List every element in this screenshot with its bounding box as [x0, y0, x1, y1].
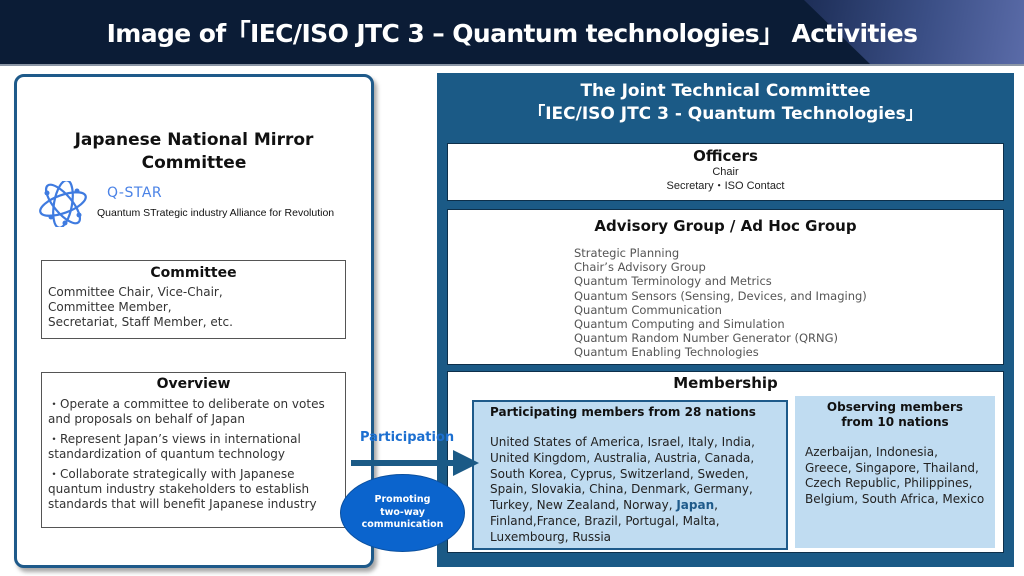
overview-box-title: Overview: [156, 376, 231, 392]
two-way-communication-bubble: Promoting two-way communication: [340, 474, 465, 552]
officer-role: Secretary・ISO Contact: [666, 180, 785, 192]
jtc3-title-line2: 「IEC/ISO JTC 3 - Quantum Technologies」: [528, 104, 923, 124]
participation-label: Participation: [360, 430, 455, 445]
qstar-logo: Q-STAR Quantum STrategic industry Allian…: [37, 181, 357, 227]
officer-role: Chair: [712, 166, 739, 178]
officers-box: Officers Chair Secretary・ISO Contact: [447, 143, 1004, 201]
membership-title: Membership: [673, 374, 778, 392]
mirror-committee-title-line1: Japanese National Mirror: [74, 130, 314, 150]
overview-bullets: ・Operate a committee to deliberate on vo…: [48, 397, 339, 512]
advisory-group-list: Strategic Planning Chair’s Advisory Grou…: [574, 246, 867, 360]
participating-members-title: Participating members from 28 nations: [490, 405, 756, 419]
advisory-group-box: Advisory Group / Ad Hoc Group Strategic …: [447, 209, 1004, 365]
advisory-group-item: Chair’s Advisory Group: [574, 260, 706, 275]
committee-box-title: Committee: [150, 265, 237, 281]
committee-line: Committee Member,: [48, 300, 172, 314]
japan-highlight: Japan: [676, 498, 715, 513]
committee-line: Secretariat, Staff Member, etc.: [48, 315, 233, 329]
advisory-group-item: Quantum Computing and Simulation: [574, 317, 785, 332]
advisory-group-item: Quantum Communication: [574, 302, 722, 317]
qstar-logo-name: Q-STAR: [107, 185, 163, 201]
observing-title-line1: Observing members: [826, 400, 964, 414]
jtc3-panel: The Joint Technical Committee 「IEC/ISO J…: [437, 73, 1014, 567]
observing-title-line2: from 10 nations: [841, 415, 949, 429]
advisory-group-item: Quantum Terminology and Metrics: [574, 274, 772, 289]
jtc3-title-line1: The Joint Technical Committee: [580, 81, 871, 101]
membership-box: Membership Participating members from 28…: [447, 371, 1004, 553]
participating-members-list: United States of America, Israel, Italy,…: [490, 435, 770, 546]
advisory-group-title: Advisory Group / Ad Hoc Group: [594, 217, 857, 235]
officers-title: Officers: [693, 147, 758, 165]
participating-members-text: , Finland,France, Brazil, Portugal, Malt…: [490, 498, 720, 544]
arrow-right-icon: [453, 450, 479, 476]
committee-members-text: Committee Chair, Vice-Chair, Committee M…: [48, 285, 339, 330]
observing-members-list: Azerbaijan, Indonesia, Greece, Singapore…: [805, 445, 985, 506]
mirror-committee-title-line2: Committee: [141, 153, 247, 173]
overview-box: Overview ・Operate a committee to deliber…: [41, 372, 346, 528]
participating-members-box: Participating members from 28 nations Un…: [472, 400, 788, 550]
overview-bullet: ・Collaborate strategically with Japanese…: [48, 467, 317, 511]
mirror-committee-title: Japanese National Mirror Committee: [17, 129, 371, 175]
observing-members-title: Observing members from 10 nations: [805, 400, 985, 430]
participating-members-text: United States of America, Israel, Italy,…: [490, 435, 755, 513]
advisory-group-item: Quantum Random Number Generator (QRNG): [574, 331, 839, 346]
header-divider: [0, 64, 1024, 66]
bubble-text-line: Promoting: [374, 494, 431, 506]
atom-orbit-icon: [39, 181, 87, 227]
japanese-mirror-committee-panel: Japanese National Mirror Committee Q-STA…: [14, 74, 374, 568]
overview-bullet: ・Represent Japan’s views in internationa…: [48, 432, 301, 461]
qstar-logo-tagline: Quantum STrategic industry Alliance for …: [97, 207, 335, 219]
observing-members-box: Observing members from 10 nations Azerba…: [795, 396, 995, 548]
header-banner: Image of「IEC/ISO JTC 3 – Quantum technol…: [0, 0, 1024, 64]
bubble-text-line: two-way: [380, 506, 425, 518]
overview-bullet: ・Operate a committee to deliberate on vo…: [48, 397, 325, 426]
committee-line: Committee Chair, Vice-Chair,: [48, 285, 223, 299]
advisory-group-item: Quantum Sensors (Sensing, Devices, and I…: [574, 288, 867, 303]
advisory-group-item: Strategic Planning: [574, 246, 680, 260]
bubble-text-line: communication: [361, 519, 444, 531]
advisory-group-item: Quantum Enabling Technologies: [574, 345, 759, 360]
committee-box: Committee Committee Chair, Vice-Chair, C…: [41, 260, 346, 339]
page-title: Image of「IEC/ISO JTC 3 – Quantum technol…: [106, 19, 918, 48]
jtc3-title: The Joint Technical Committee 「IEC/ISO J…: [437, 80, 1014, 126]
participation-arrow-shaft: [351, 460, 455, 466]
